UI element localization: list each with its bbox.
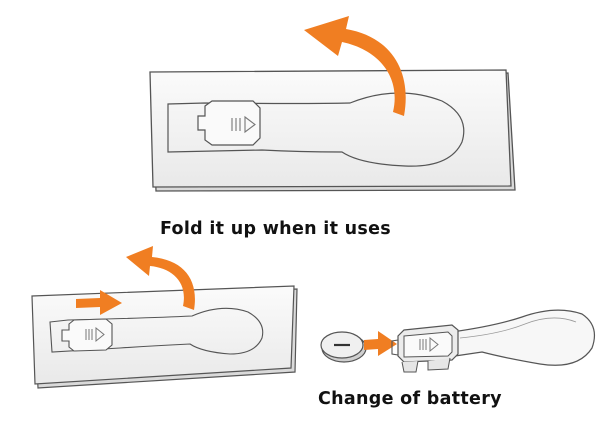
slide-arrow-icon xyxy=(76,290,122,315)
cut-outline xyxy=(49,307,264,355)
fold-caption: Fold it up when it uses xyxy=(160,219,391,239)
battery-change xyxy=(320,309,595,373)
fold-arrow-icon xyxy=(304,16,406,116)
switch-marks xyxy=(85,326,105,343)
battery-holder xyxy=(391,324,459,373)
cut-outline xyxy=(167,92,465,167)
battery-caption: Change of battery xyxy=(318,389,502,409)
switch-marks xyxy=(231,115,256,134)
card-light-bottom-left xyxy=(31,246,298,389)
insert-arrow-icon xyxy=(364,331,397,356)
fold-arrow-icon xyxy=(126,246,195,310)
switch-tab-icon xyxy=(197,100,261,146)
card-face xyxy=(31,285,295,385)
switch-tab-icon xyxy=(61,318,113,352)
card-light-top xyxy=(149,16,516,192)
light-body xyxy=(451,309,595,366)
coin-battery-icon xyxy=(320,331,367,363)
